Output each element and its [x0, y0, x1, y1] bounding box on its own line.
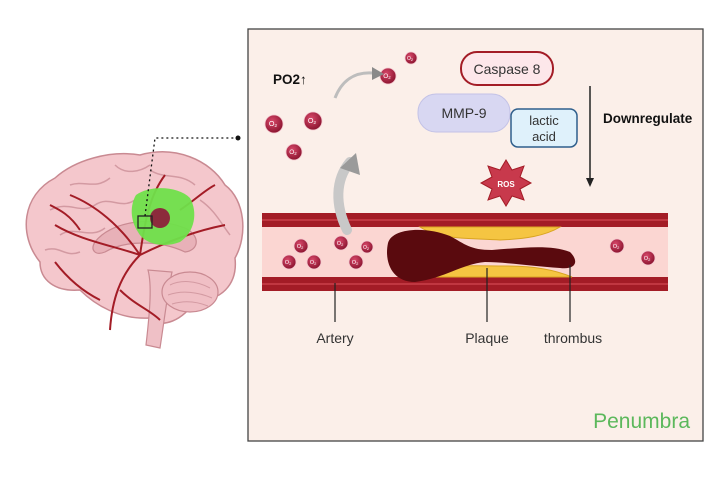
- curved-arrow-up-head: [340, 153, 360, 175]
- oxygen-molecule-label: O2: [337, 241, 344, 247]
- mmp9-box: [417, 93, 511, 133]
- brain-gyri: [44, 164, 231, 255]
- artery: [262, 213, 668, 291]
- thrombus-label: thrombus: [544, 330, 602, 346]
- oxygen-molecule-label: O2: [289, 149, 297, 156]
- oxygen-molecule-label: O2: [613, 244, 620, 250]
- downregulate-arrowhead: [586, 178, 594, 187]
- thrombus-shape: [387, 229, 576, 282]
- oxygen-molecule-label: O2: [407, 56, 414, 62]
- oxygen-molecule: O2: [293, 238, 309, 254]
- curved-arrow-top: [333, 71, 373, 99]
- zoom-callout-dot: [235, 135, 241, 141]
- artery-label: Artery: [316, 330, 353, 346]
- oxygen-molecule: O2: [640, 250, 656, 266]
- oxygen-molecule-label: O2: [644, 256, 651, 262]
- oxygen-molecule-label: O2: [352, 260, 359, 266]
- oxygen-molecule: O2: [303, 111, 323, 131]
- oxygen-molecule-label: O2: [285, 260, 292, 266]
- oxygen-molecule: O2: [348, 254, 364, 270]
- oxygen-molecule-label: O2: [308, 116, 317, 126]
- oxygen-molecule: O2: [281, 254, 297, 270]
- caspase-box: [460, 51, 554, 86]
- oxygen-molecule: O2: [379, 67, 397, 85]
- oxygen-molecule: O2: [404, 51, 418, 65]
- oxygen-molecule-label: O2: [297, 244, 304, 250]
- oxygen-molecule: O2: [609, 238, 625, 254]
- lesion-core: [150, 208, 170, 228]
- oxygen-molecule: O2: [333, 235, 349, 251]
- lactic-acid-box: [510, 108, 578, 148]
- caspase-label: Caspase 8: [474, 61, 541, 77]
- oxygen-molecule-label: O2: [383, 73, 391, 80]
- oxygen-molecule: O2: [306, 254, 322, 270]
- penumbra-label: Penumbra: [593, 410, 690, 433]
- brain-illustration: [25, 135, 244, 349]
- ros-burst: [479, 159, 533, 207]
- oxygen-molecule-label: O2: [269, 119, 278, 129]
- acid-label: acid: [532, 129, 556, 144]
- oxygen-molecule-label: O2: [363, 245, 370, 251]
- curved-arrow-top-head: [372, 67, 384, 80]
- oxygen-molecule: O2: [360, 240, 374, 254]
- oxygen-molecule: O2: [285, 143, 303, 161]
- zoom-callout-line: [144, 137, 238, 217]
- ros-label: ROS: [497, 180, 515, 189]
- oxygen-molecule: O2: [264, 114, 284, 134]
- oxygen-molecule-label: O2: [310, 260, 317, 266]
- mmp9-label: MMP-9: [441, 105, 486, 121]
- lactic-label: lactic: [529, 113, 559, 128]
- cerebellum-folds: [167, 281, 213, 307]
- downregulate-label: Downregulate: [603, 111, 693, 126]
- plaque-label: Plaque: [465, 330, 509, 346]
- po2-label: PO2↑: [273, 72, 307, 87]
